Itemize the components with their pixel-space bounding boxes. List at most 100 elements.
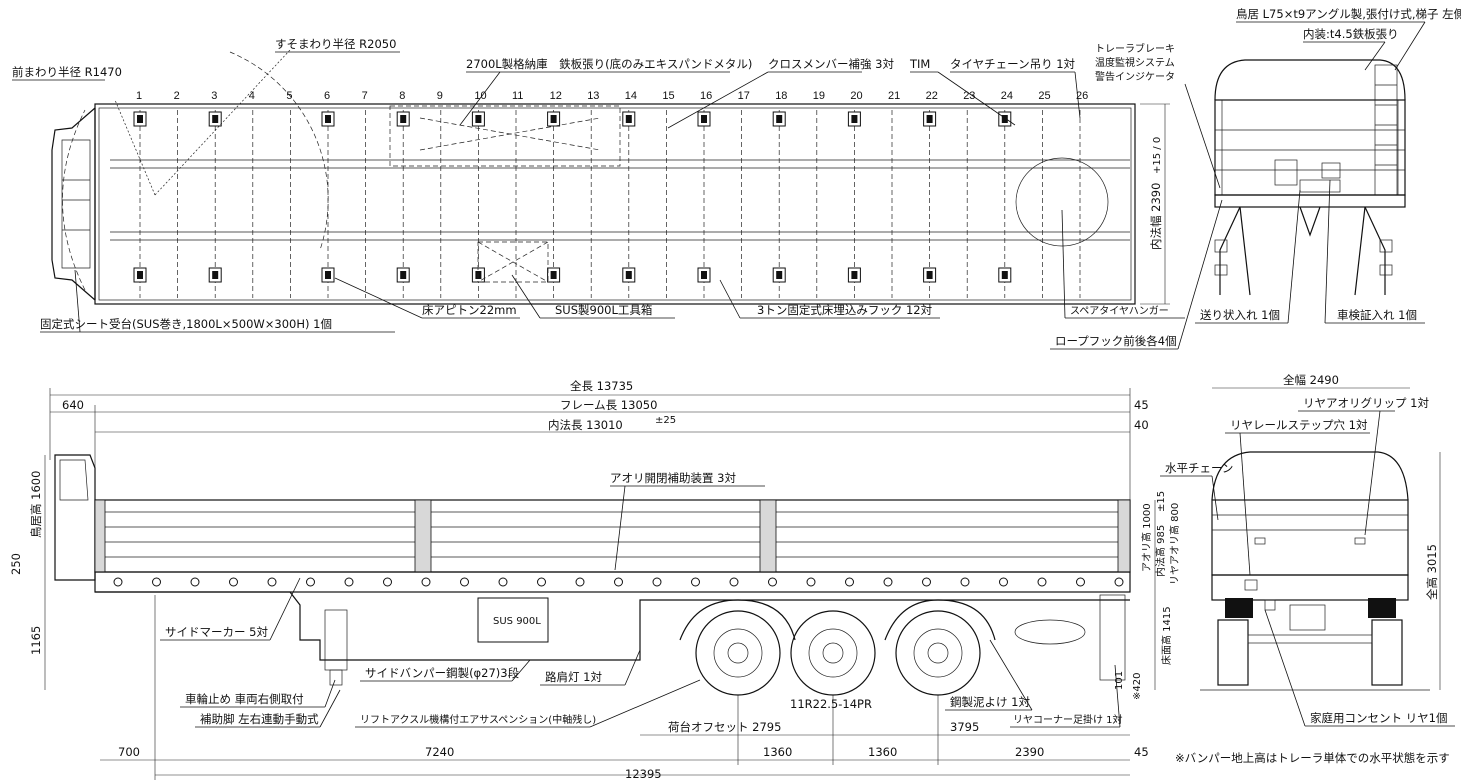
side-markers <box>113 577 1124 587</box>
dim-rear-40: 40 <box>1134 418 1149 432</box>
hook-core <box>325 271 331 279</box>
hook-core <box>475 271 482 279</box>
dim-frame-length: フレーム長 13050 <box>560 398 657 412</box>
hook-core <box>851 271 858 279</box>
side-hook <box>806 577 816 587</box>
column-number: 10 <box>474 90 486 102</box>
dim-420: ※420 <box>1132 673 1143 700</box>
side-hook <box>652 577 662 587</box>
hook-core <box>1001 115 1008 123</box>
column-number: 19 <box>813 90 825 102</box>
side-gate <box>94 499 1131 573</box>
column-number: 3 <box>211 90 217 102</box>
hook-core <box>926 271 933 279</box>
sheet-holder <box>61 139 91 269</box>
deck-inner <box>98 107 1132 301</box>
label-spare-hanger: スペアタイヤハンガー <box>1070 305 1169 317</box>
label-rope-hook: ロープフック前後各4個 <box>1055 334 1177 348</box>
deck-outline <box>94 103 1136 305</box>
label-front-turn-radius: 前まわり半径 R1470 <box>12 65 122 79</box>
side-toolbox <box>477 597 549 643</box>
hook-core <box>625 271 632 279</box>
column-number: 24 <box>1001 90 1013 102</box>
column-number: 17 <box>738 90 750 102</box>
label-invoice: 送り状入れ 1個 <box>1200 308 1280 322</box>
label-tim: TIM <box>909 57 930 71</box>
hook-core <box>400 115 407 123</box>
side-hook <box>344 577 354 587</box>
swing-arc <box>229 51 329 251</box>
dim-rear-aori: リヤアオリ高 800 <box>1168 503 1181 585</box>
dim-3795: 3795 <box>950 720 979 734</box>
side-hook <box>537 577 546 587</box>
side-hook <box>575 577 585 587</box>
hook-core <box>550 271 557 279</box>
column-number: 4 <box>249 90 255 102</box>
side-hook <box>960 577 970 587</box>
spare-tire <box>1015 157 1109 247</box>
column-number: 22 <box>926 90 938 102</box>
label-inspection: 車検証入れ 1個 <box>1337 308 1417 322</box>
dim-rear-45: 45 <box>1134 398 1149 412</box>
label-floor: 床アピトン22mm <box>422 303 517 317</box>
dim-deck-offset: 荷台オフセット 2795 <box>668 720 781 734</box>
tire-spec: 11R22.5-14PR <box>790 697 872 711</box>
dim-1360b: 1360 <box>868 745 897 759</box>
dim-inner-height-tol: ±15 <box>1156 491 1167 512</box>
label-hook: 3トン固定式床埋込みフック 12対 <box>757 303 933 317</box>
side-hook <box>498 577 508 587</box>
dim-front-overhang: 640 <box>62 398 84 412</box>
dim-inner-length: 内法長 13010 <box>548 418 623 432</box>
column-number: 9 <box>437 90 443 102</box>
dim-45b: 45 <box>1134 745 1149 759</box>
label-chain-hanger: タイヤチェーン吊り 1対 <box>950 57 1076 71</box>
column-number: 25 <box>1038 90 1050 102</box>
note: ※バンパー地上高はトレーラ単体での水平状態を示す <box>1175 751 1450 765</box>
rear-view-top: 鳥居 L75×t9アングル製,張付け式,梯子 左側取付 内装:t4.5鉄板張り … <box>1050 7 1461 350</box>
hook-core <box>137 271 143 279</box>
column-number: 12 <box>550 90 562 102</box>
dim-7240: 7240 <box>425 745 454 759</box>
wheels <box>695 610 981 696</box>
column-number: 23 <box>963 90 975 102</box>
side-hook <box>229 577 238 587</box>
column-number: 13 <box>587 90 599 102</box>
column-number: 14 <box>625 90 637 102</box>
hook-core <box>475 115 482 123</box>
column-number: 8 <box>399 90 405 102</box>
column-number: 15 <box>662 90 674 102</box>
rear-gate-top <box>1214 59 1406 101</box>
hook-core <box>212 271 219 279</box>
hook-core <box>701 271 707 279</box>
hook-core <box>776 271 783 279</box>
dim-overall-width: 全幅 2490 <box>1283 373 1339 387</box>
label-inner: 内装:t4.5鉄板張り <box>1303 27 1399 41</box>
side-hook <box>999 577 1008 587</box>
rear-roof <box>1211 451 1409 501</box>
dim-overall-height: 全高 3015 <box>1425 544 1439 600</box>
label-brake3: 警告インジケータ <box>1095 70 1175 83</box>
hook-core <box>325 115 331 123</box>
side-view: 全長 13735 640 フレーム長 13050 45 内法長 13010 ±2… <box>9 379 1181 781</box>
inner-width: 内法幅 2390 <box>1149 183 1163 250</box>
hook-core <box>851 115 858 123</box>
side-hook <box>883 577 893 587</box>
wheel-3 <box>895 610 981 696</box>
side-hook <box>845 577 854 587</box>
label-mudguard: 鋼製泥よけ 1対 <box>950 695 1030 709</box>
side-hook <box>190 577 200 587</box>
label-chain: 水平チェーン <box>1165 461 1233 475</box>
column-number: 7 <box>362 90 368 102</box>
column-number: 11 <box>512 90 523 102</box>
crossmembers <box>139 110 1081 298</box>
label-storage: 2700L製格納庫 鉄板張り(底のみエキスパンドメタル) <box>466 57 752 71</box>
inner-width-tol: +15 / 0 <box>1152 137 1163 174</box>
side-hook <box>383 577 392 587</box>
rear-gate <box>1211 499 1409 576</box>
label-sheet-holder: 固定式シート受台(SUS巻き,1800L×500W×300H) 1個 <box>40 317 332 331</box>
side-hook <box>1076 577 1085 587</box>
side-hook <box>152 577 161 587</box>
floor-hooks <box>133 111 1012 283</box>
dim-250: 250 <box>9 553 23 575</box>
